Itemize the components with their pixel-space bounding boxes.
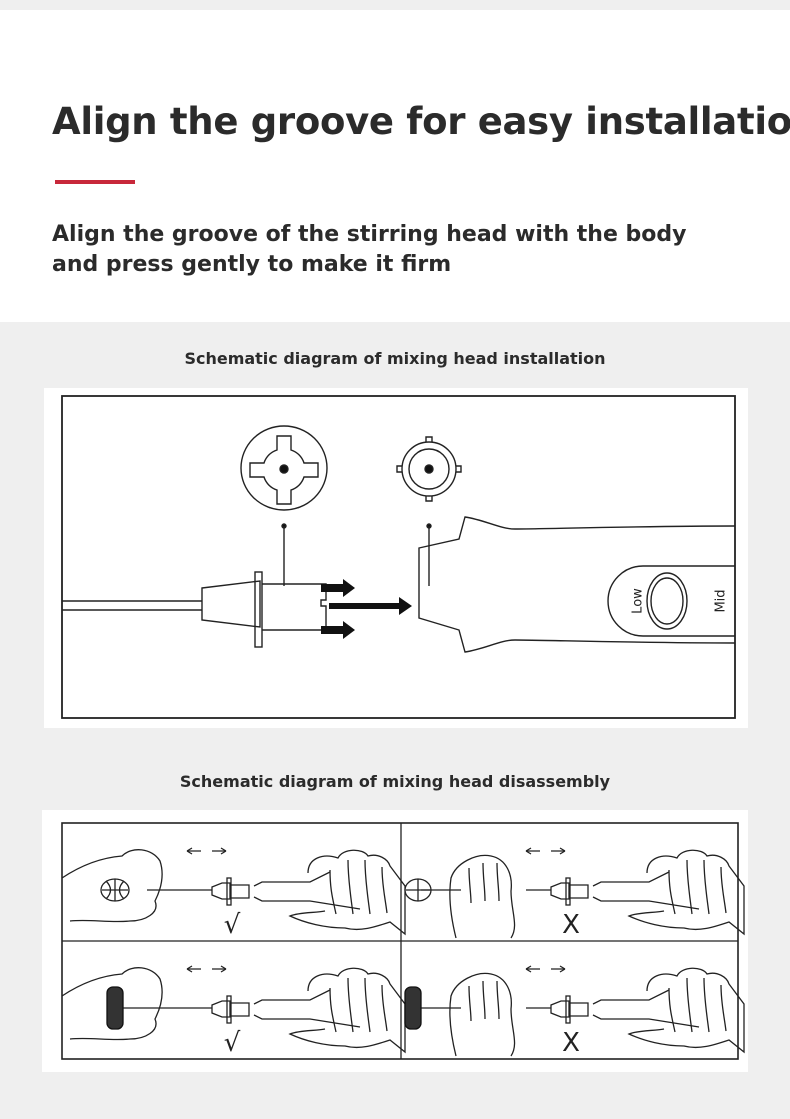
installation-diagram: Low Mid: [44, 388, 748, 728]
head-groove-view-icon: [240, 425, 328, 511]
correct-removal-whisk: √: [61, 847, 406, 940]
hero-section: [0, 10, 790, 322]
incorrect-removal-coil: X: [404, 965, 745, 1058]
disassembly-diagram: √ X √ X: [42, 810, 748, 1072]
subtitle-line-1: Align the groove of the stirring head wi…: [52, 222, 687, 247]
mark-incorrect: X: [562, 910, 580, 940]
accent-divider: [55, 180, 135, 184]
subtitle-line-2: and press gently to make it firm: [52, 252, 452, 277]
speed-label-low: Low: [631, 588, 646, 614]
correct-removal-coil: √: [61, 965, 406, 1058]
incorrect-removal-whisk: X: [404, 847, 745, 940]
mark-correct: √: [224, 910, 241, 940]
page-subtitle: Align the groove of the stirring head wi…: [52, 220, 752, 280]
disassembly-caption: Schematic diagram of mixing head disasse…: [179, 772, 611, 791]
top-strip: [0, 0, 790, 10]
speed-label-mid: Mid: [714, 589, 729, 612]
mark-incorrect: X: [562, 1028, 580, 1058]
page-title: Align the groove for easy installation: [52, 100, 790, 143]
mark-correct: √: [224, 1028, 241, 1058]
installation-caption: Schematic diagram of mixing head install…: [184, 349, 606, 368]
body-socket-view-icon: [396, 436, 462, 502]
